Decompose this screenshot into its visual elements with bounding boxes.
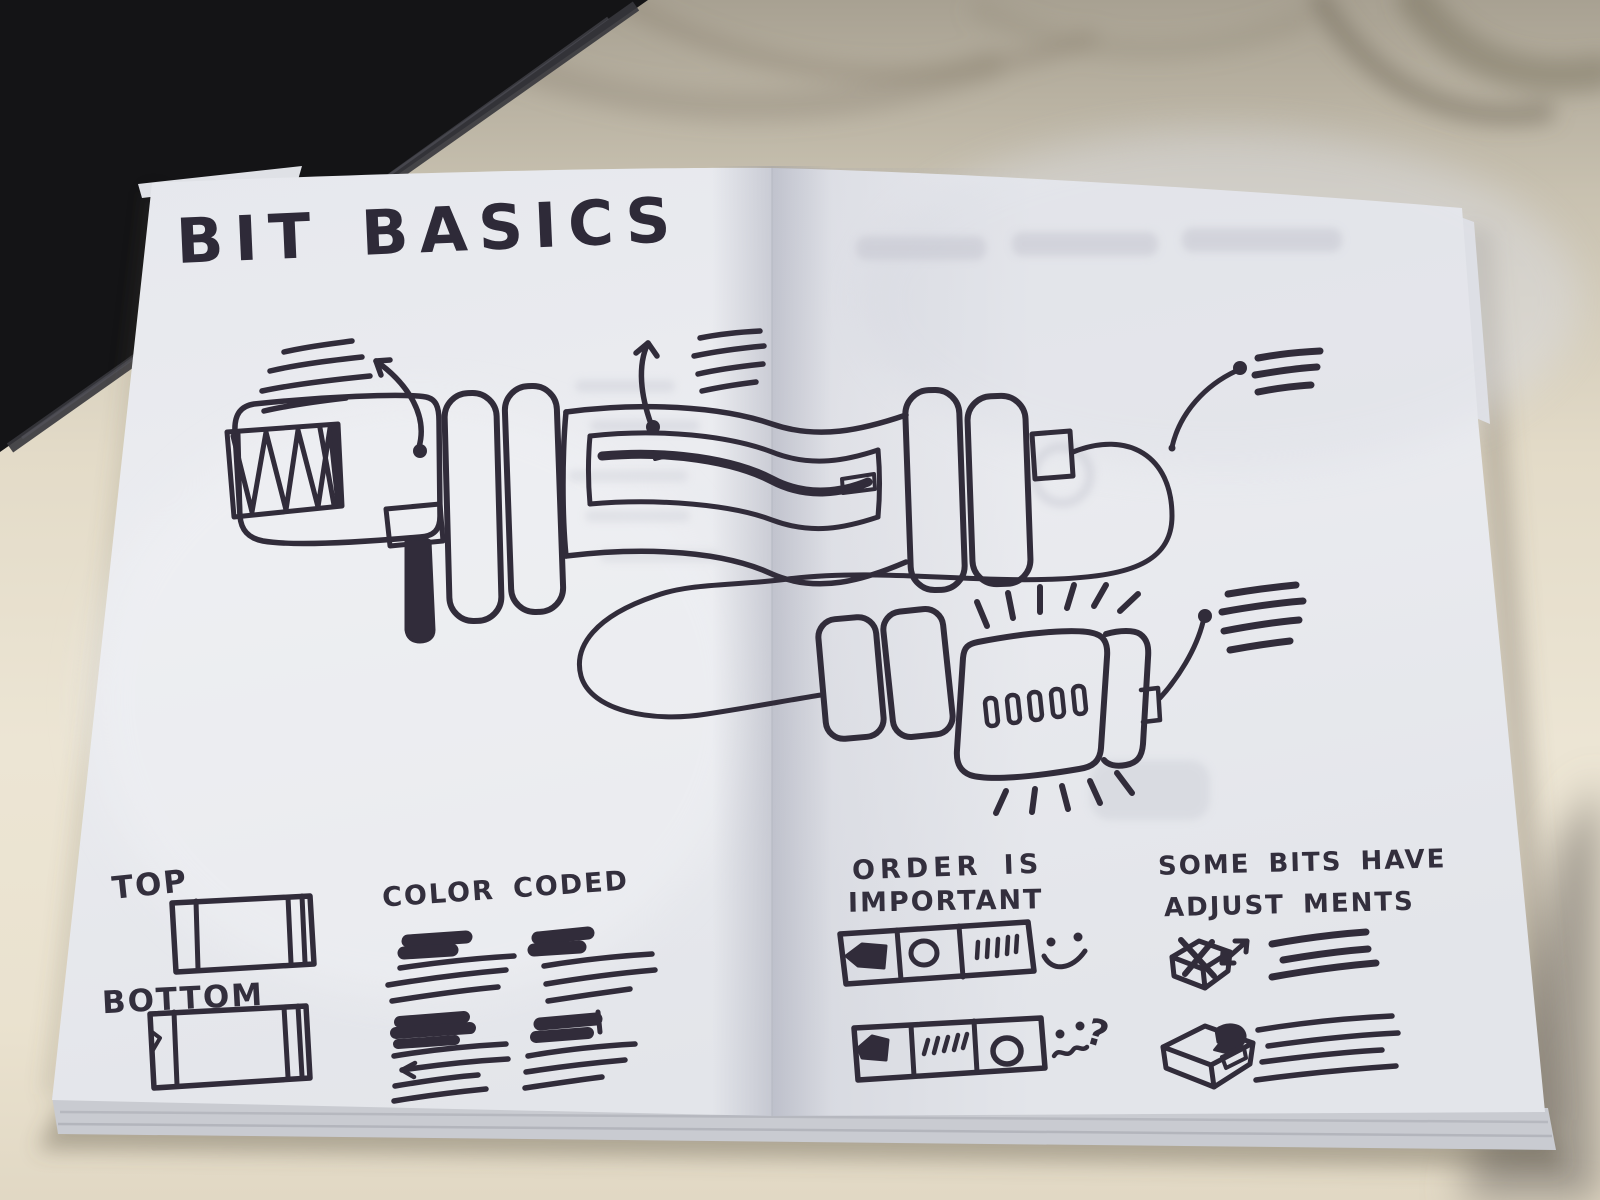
adjustment-knob-sketch (1160, 1013, 1401, 1090)
order-heading-line1: ORDER IS (851, 848, 1044, 887)
power-flag-icon (856, 1034, 890, 1062)
bargraph-leds (982, 683, 1089, 729)
color-swatch (527, 926, 595, 957)
paper (52, 130, 1580, 1116)
wire-loop-sketch (577, 441, 1175, 720)
bottom-view-sketch (147, 1003, 313, 1091)
color-swatch (530, 1009, 603, 1043)
smiley-face (1041, 932, 1088, 970)
power-notch (383, 501, 446, 549)
button-circle-icon (990, 1035, 1024, 1067)
callout-arrow (373, 358, 424, 450)
callout-arrow (1169, 368, 1239, 450)
callout-arrow (1157, 619, 1206, 701)
callout-arrow (638, 340, 654, 427)
button-circle-icon (908, 938, 940, 968)
color-swatch (390, 1011, 476, 1049)
bargraph-dashes-icon (921, 1031, 970, 1057)
power-plug (404, 537, 436, 644)
top-label: TOP (110, 863, 190, 907)
adjustments-heading-line2: ADJUST MENTS (1163, 886, 1416, 924)
magnetic-connector-sketch (902, 386, 1076, 594)
color-swatch-group (385, 926, 658, 1104)
double-arrow-icon (1219, 938, 1250, 966)
slider-handle (840, 472, 877, 495)
top-view-sketch (169, 893, 317, 975)
callout-label-scribble (1168, 347, 1324, 452)
bargraph-dashes-icon (974, 933, 1020, 961)
bottom-label: BOTTOM (101, 976, 265, 1022)
led-bargraph-bit-sketch (953, 582, 1163, 816)
callout-label-scribble (259, 338, 427, 458)
callout-label-scribble (633, 328, 767, 434)
slider-track (597, 449, 873, 497)
power-bit-sketch (224, 392, 446, 644)
order-sequence-wrong: ? (851, 1011, 1113, 1083)
glow-rays (974, 582, 1141, 816)
magnetic-connector-sketch (815, 605, 956, 742)
power-flag-icon (844, 942, 888, 970)
color-swatch (397, 930, 473, 960)
magnetic-connector-sketch (441, 382, 567, 625)
adjustment-slider-sketch (1169, 928, 1380, 991)
order-heading-line2: IMPORTANT (847, 884, 1044, 919)
callout-label-scribble (1157, 581, 1307, 701)
adjustments-heading-line1: SOME BITS HAVE (1157, 844, 1447, 882)
order-sequence-correct (837, 919, 1088, 987)
slider-bit-sketch (560, 403, 909, 587)
